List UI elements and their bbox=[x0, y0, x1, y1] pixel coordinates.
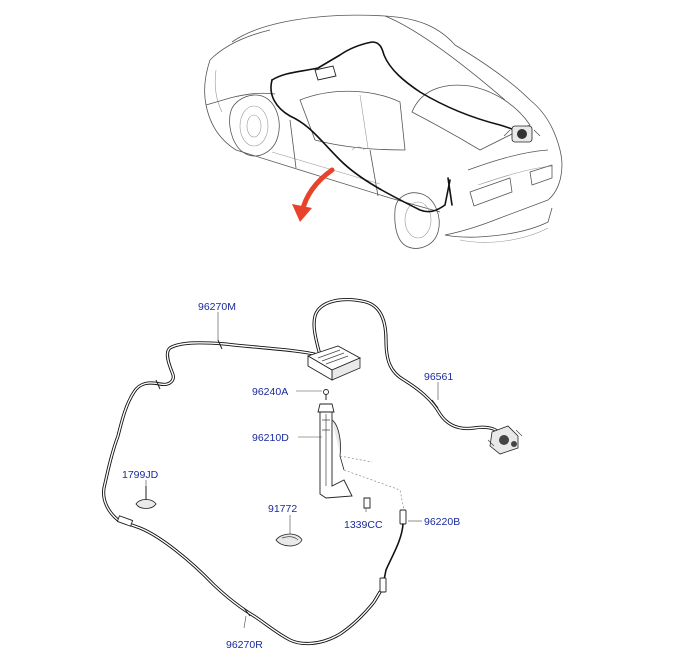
cable-96561 bbox=[312, 298, 502, 436]
label-96561: 96561 bbox=[424, 371, 453, 383]
amplifier-box bbox=[306, 345, 362, 381]
label-96220B: 96220B bbox=[424, 516, 460, 528]
label-1339CC: 1339CC bbox=[344, 519, 383, 531]
label-96270R: 96270R bbox=[226, 639, 263, 651]
label-96270M: 96270M bbox=[198, 301, 236, 313]
rear-connector bbox=[487, 425, 523, 455]
leader-lines bbox=[145, 312, 439, 629]
grommet-91772 bbox=[275, 533, 303, 547]
clip-1799JD bbox=[135, 486, 157, 509]
part-labels: 96270M 96240A 96210D 1799JD 91772 1339CC… bbox=[122, 301, 460, 651]
label-96240A: 96240A bbox=[252, 386, 288, 398]
label-96210D: 96210D bbox=[252, 432, 289, 444]
cable-96270 bbox=[102, 339, 382, 646]
label-91772: 91772 bbox=[268, 503, 297, 515]
parts-diagram: 96270M 96240A 96210D 1799JD 91772 1339CC… bbox=[102, 298, 523, 651]
antenna-assembly bbox=[317, 389, 407, 593]
label-1799JD: 1799JD bbox=[122, 469, 159, 481]
car-illustration bbox=[204, 14, 563, 249]
